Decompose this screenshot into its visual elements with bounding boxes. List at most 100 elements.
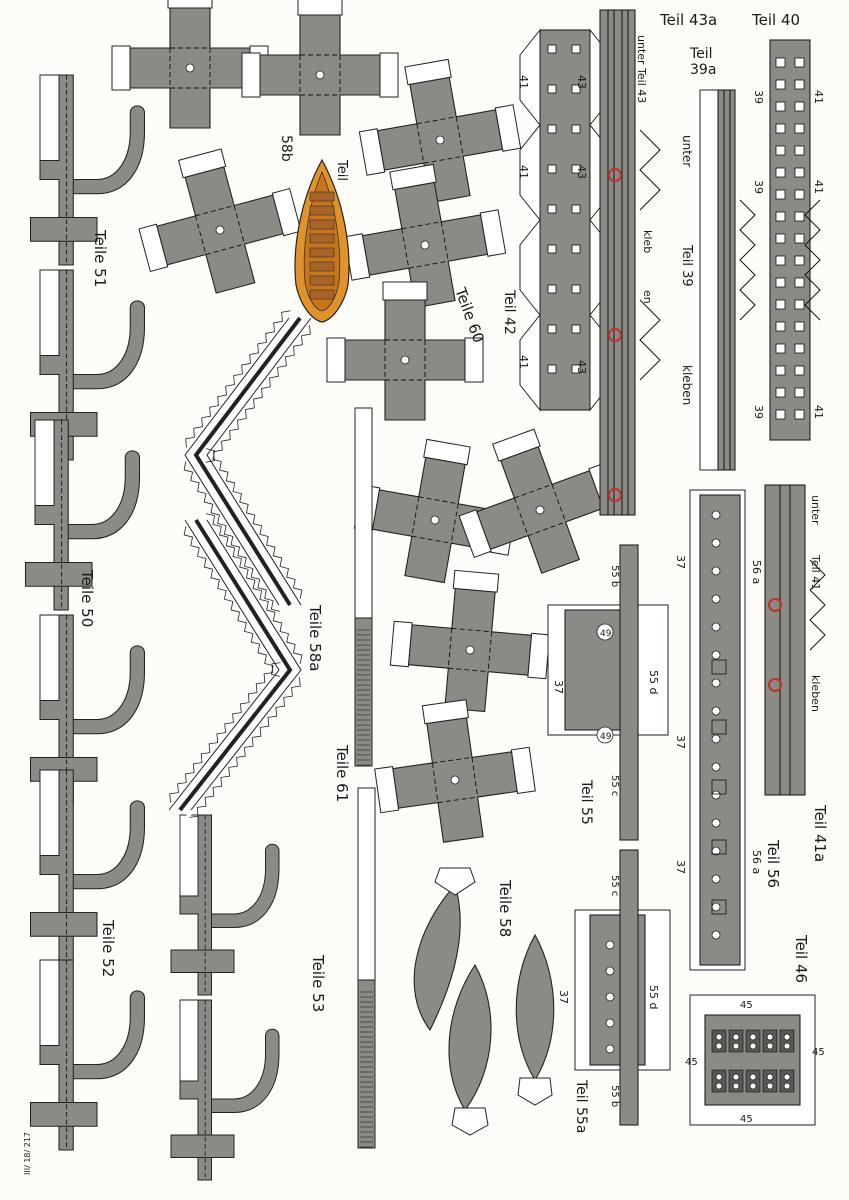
strip-window xyxy=(571,84,581,94)
num-41: 41 xyxy=(517,165,530,179)
strip-part-43a xyxy=(599,9,661,516)
strip-window xyxy=(794,145,805,156)
box-hole xyxy=(732,1082,740,1090)
cross-part xyxy=(343,163,507,309)
num-56a: 56 a xyxy=(750,850,763,874)
cross-fold xyxy=(451,627,492,633)
label-teil-39a-1: Teil xyxy=(689,46,713,62)
cross-hole xyxy=(185,63,195,73)
num-49: 49 xyxy=(600,732,612,742)
cross-hole xyxy=(315,70,325,80)
label-teile-52: Teile 52 xyxy=(99,919,117,977)
strip-window xyxy=(571,324,581,334)
box-hole xyxy=(783,1073,791,1081)
label-teil-46: Teil 46 xyxy=(792,934,810,983)
porthole xyxy=(605,1018,615,1028)
box-cell xyxy=(711,1029,727,1053)
porthole xyxy=(711,818,721,828)
zigzag-teeth xyxy=(183,461,280,612)
davit-tab xyxy=(39,614,60,701)
strip-window xyxy=(775,321,786,332)
num-41: 41 xyxy=(812,180,825,194)
num-55d: 55 d xyxy=(647,985,660,1009)
strip-window xyxy=(571,124,581,134)
cross-tab xyxy=(421,699,470,725)
label-teil-39a-2: 39a xyxy=(690,62,716,78)
davit-base xyxy=(170,949,235,973)
hatch-outline xyxy=(711,719,727,735)
porthole xyxy=(711,734,721,744)
strip-window xyxy=(547,124,557,134)
label-kleben-2: kleben xyxy=(809,675,822,712)
davit-part xyxy=(29,269,146,461)
strip-window xyxy=(547,164,557,174)
porthole xyxy=(711,622,721,632)
num-45: 45 xyxy=(812,1047,825,1058)
strip-tab xyxy=(519,28,541,127)
strip-window xyxy=(775,233,786,244)
num-37: 37 xyxy=(557,990,570,1004)
davit-base xyxy=(29,216,98,242)
strip-window xyxy=(775,343,786,354)
zigzag-teeth xyxy=(205,325,311,463)
davit-tab xyxy=(179,814,199,897)
strip-window xyxy=(775,299,786,310)
cross-tab xyxy=(111,45,131,91)
box-hole xyxy=(766,1042,774,1050)
label-teil-56: Teil 56 xyxy=(764,839,782,888)
box-hole xyxy=(749,1073,757,1081)
cross-fold xyxy=(487,631,493,672)
cross-tab xyxy=(527,632,551,680)
label-teil-41a: Teil 41a xyxy=(811,804,829,862)
strip-window xyxy=(794,167,805,178)
cross-hole xyxy=(435,135,445,145)
cross-fold xyxy=(455,116,464,157)
strip-tab xyxy=(519,218,541,317)
cross-part xyxy=(389,569,551,713)
strip-window xyxy=(794,321,805,332)
cross-fold xyxy=(471,757,479,798)
num-39: 39 xyxy=(752,90,765,104)
cross-tab xyxy=(138,223,169,273)
cross-fold xyxy=(432,756,473,764)
davit-base xyxy=(29,911,98,937)
davit-base xyxy=(170,1134,235,1158)
num-41: 41 xyxy=(812,90,825,104)
cross-fold xyxy=(514,483,553,499)
num-37: 37 xyxy=(674,860,687,874)
cross-tab xyxy=(404,58,452,86)
porthole xyxy=(711,510,721,520)
cross-parts-teile-60 xyxy=(111,0,622,843)
boat-plank xyxy=(309,247,335,258)
box-hole xyxy=(732,1042,740,1050)
num-37: 37 xyxy=(674,735,687,749)
cross-fold xyxy=(411,496,420,537)
cross-tab xyxy=(389,163,437,191)
boat-part-58b xyxy=(294,158,350,323)
strip-window xyxy=(794,299,805,310)
porthole xyxy=(605,940,615,950)
davit-base xyxy=(24,561,93,587)
sheet-code: III/ 18/ 217 xyxy=(23,1132,32,1175)
box-hole xyxy=(715,1082,723,1090)
strip-window xyxy=(794,189,805,200)
strip-window xyxy=(794,123,805,134)
label-teile-58: Teile 58 xyxy=(496,879,514,937)
zigzag-teeth xyxy=(183,526,280,677)
davit-part xyxy=(29,769,146,961)
num-41: 41 xyxy=(517,75,530,89)
num-41: 41 xyxy=(812,405,825,419)
strip-window xyxy=(775,189,786,200)
box-hole xyxy=(715,1033,723,1041)
num-55d: 55 d xyxy=(647,670,660,694)
label-teile-61: Teile 61 xyxy=(333,744,351,802)
part-46-box xyxy=(689,994,816,1126)
davit-tab xyxy=(39,269,60,356)
label-teil-58b-1: Teil xyxy=(334,159,349,181)
zigzag-part-58a xyxy=(168,310,312,818)
num-55c: 55 c xyxy=(609,775,620,796)
cross-tab xyxy=(374,765,400,814)
davit-part xyxy=(29,74,146,266)
davit-parts-column xyxy=(24,74,280,1181)
strip-window xyxy=(547,324,557,334)
